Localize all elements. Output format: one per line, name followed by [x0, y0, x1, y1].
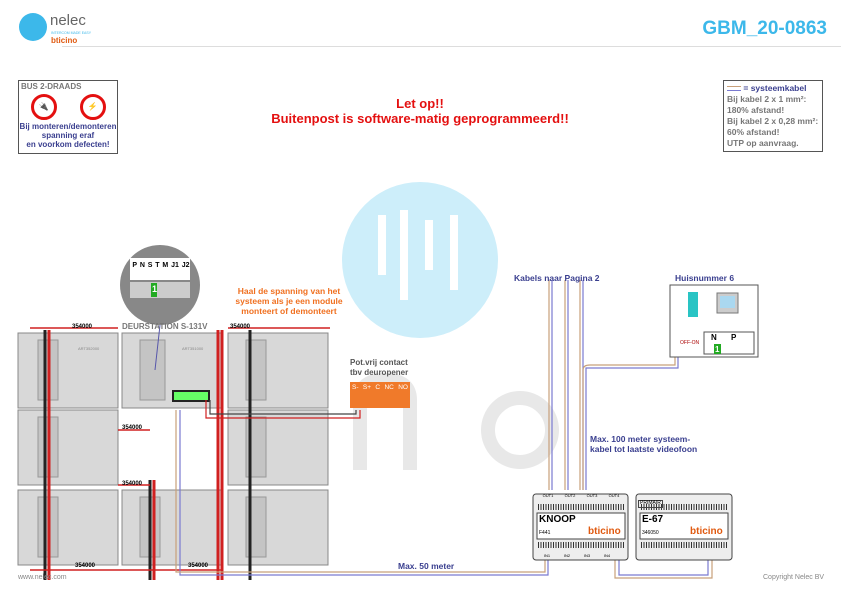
door-station-title: DEURSTATION S-131V	[122, 322, 208, 331]
max100-label: Max. 100 meter systeem-kabel tot laatste…	[590, 434, 698, 454]
connector-label: 354000	[72, 324, 93, 330]
legend-line: Bij kabel 2 x 1 mm²:	[727, 94, 807, 104]
knoop-code: F441	[539, 530, 551, 536]
warning-box: BUS 2-DRAADS 🔌 ⚡ Bij monteren/demonteren…	[18, 80, 118, 154]
alert-line-2: Buitenpost is software-matig geprogramme…	[271, 111, 569, 126]
connector-label: 354000	[122, 481, 143, 487]
power-switch[interactable]: OFF-ON	[680, 340, 700, 346]
e67-title: E-67	[642, 514, 664, 525]
power-note: Haal de spanning van het systeem als je …	[235, 286, 343, 316]
alert-message: Let op!! Buitenpost is software-matig ge…	[230, 96, 610, 126]
dip-value: 1	[152, 284, 158, 294]
warning-line: Bij monteren/demonteren	[19, 122, 117, 132]
module-grid	[17, 332, 329, 566]
connector-label: 354000	[188, 563, 209, 569]
house-title: Huisnummer 6	[675, 273, 735, 283]
cable-swatch-icon	[727, 86, 741, 92]
main-module-code: ART351000	[182, 346, 204, 351]
header-divider	[62, 46, 841, 47]
house-p-label: P	[731, 333, 737, 342]
warning-line: spanning eraf	[41, 131, 95, 141]
alert-line-1: Let op!!	[396, 96, 444, 111]
legend-line: 180% afstand!	[727, 105, 785, 115]
e67-brand: bticino	[690, 526, 723, 537]
footer-copyright: Copyright Nelec BV	[763, 574, 825, 581]
house-n-value: 1	[715, 345, 720, 354]
cable-legend: = systeemkabel Bij kabel 2 x 1 mm²: 180%…	[723, 80, 823, 152]
e67-primair-label: PRIMAIR	[638, 500, 663, 508]
no-plug-icon: 🔌	[30, 94, 57, 121]
e67-code: 346050	[642, 530, 659, 536]
max50-label: Max. 50 meter	[398, 561, 455, 571]
connector-label: 354000	[122, 425, 143, 431]
legend-line: Bij kabel 2 x 0,28 mm²:	[727, 116, 819, 126]
cables-page2-label: Kabels naar Pagina 2	[514, 273, 600, 283]
no-voltage-icon: ⚡	[79, 94, 106, 121]
module-code: ART352000	[78, 346, 100, 351]
footer-url[interactable]: www.nelec.com	[18, 574, 67, 581]
logo-tagline: INTERCOM MADE EASY	[51, 31, 92, 35]
document-id: GBM_20-0863	[702, 18, 827, 39]
legend-line: UTP op aanvraag.	[727, 138, 799, 148]
connector-label: 354000	[75, 563, 96, 569]
logo-name: nelec	[50, 12, 86, 29]
nelec-logo-icon	[19, 13, 47, 41]
connector-label: 354000	[230, 324, 251, 330]
house-n-label: N	[711, 333, 717, 342]
watermark-circle	[342, 182, 498, 338]
knoop-title: KNOOP	[539, 514, 576, 525]
logo-brand: bticino	[51, 36, 78, 45]
legend-line: 60% afstand!	[727, 127, 780, 137]
legend-title: = systeemkabel	[743, 83, 807, 93]
warning-title: BUS 2-DRAADS	[21, 82, 82, 91]
relay-block	[350, 382, 410, 408]
warning-line: en voorkom defecten!	[26, 140, 110, 150]
knoop-brand: bticino	[588, 526, 621, 537]
